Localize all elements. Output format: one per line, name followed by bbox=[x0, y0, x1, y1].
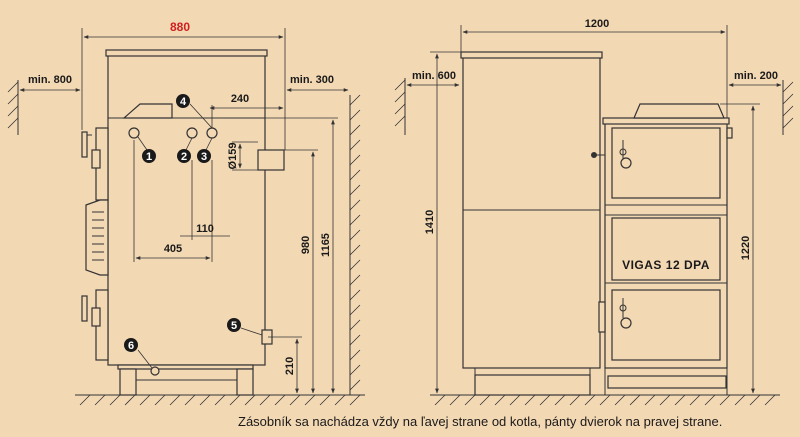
marker-3: 3 bbox=[197, 149, 211, 163]
dim-240-label: 240 bbox=[231, 93, 249, 105]
dim-1165: 1165 bbox=[220, 117, 338, 394]
dim-240: 240 bbox=[209, 93, 284, 128]
height-1220-label: 1220 bbox=[740, 236, 752, 260]
dim-210-label: 210 bbox=[284, 357, 296, 375]
right-wall-front bbox=[782, 80, 794, 135]
dim-159: Ø159 bbox=[227, 141, 258, 171]
marker-6-label: 6 bbox=[128, 340, 134, 352]
front-right-clearance-label: min. 200 bbox=[734, 70, 778, 82]
width-880-label: 880 bbox=[170, 20, 190, 34]
height-1410-label: 1410 bbox=[424, 210, 436, 234]
left-wall-side bbox=[7, 80, 19, 135]
dim-110: 110 bbox=[180, 160, 230, 240]
marker-3-label: 3 bbox=[201, 151, 207, 163]
dim-210: 210 bbox=[268, 336, 302, 394]
marker-1-label: 1 bbox=[146, 151, 152, 163]
marker-2-label: 2 bbox=[181, 151, 187, 163]
marker-5-label: 5 bbox=[231, 320, 237, 332]
side-view: 880 min. 800 min. 300 240 Ø159 bbox=[7, 20, 365, 406]
side-connections bbox=[128, 127, 218, 376]
marker-leaders bbox=[137, 103, 263, 369]
width-1200-label: 1200 bbox=[585, 18, 609, 30]
right-wall-side bbox=[349, 94, 361, 395]
dim-405-label: 405 bbox=[164, 243, 182, 255]
dim-159-label: Ø159 bbox=[227, 143, 239, 170]
dim-1410: 1410 bbox=[424, 51, 461, 394]
hopper bbox=[460, 51, 607, 396]
dim-405: 405 bbox=[133, 140, 213, 262]
boiler-front: VIGAS 12 DPA bbox=[598, 103, 733, 396]
dim-1220: 1220 bbox=[720, 103, 760, 394]
dim-1200: 1200 bbox=[460, 18, 728, 118]
right-clearance-label: min. 300 bbox=[290, 74, 334, 86]
model-label: VIGAS 12 DPA bbox=[622, 258, 710, 272]
dim-min-600: min. 600 bbox=[406, 70, 460, 87]
marker-4: 4 bbox=[176, 94, 190, 108]
dim-min-300: min. 300 bbox=[286, 74, 349, 92]
dim-980: 980 bbox=[258, 149, 318, 394]
marker-4-label: 4 bbox=[180, 96, 187, 108]
marker-1: 1 bbox=[142, 149, 156, 163]
dim-980-label: 980 bbox=[300, 236, 312, 254]
dim-min-800: min. 800 bbox=[19, 74, 81, 92]
floor-front bbox=[430, 394, 780, 406]
marker-5: 5 bbox=[227, 318, 241, 332]
marker-2: 2 bbox=[177, 149, 191, 163]
dim-880: 880 bbox=[81, 20, 286, 150]
dim-min-200: min. 200 bbox=[728, 70, 782, 87]
dim-1165-label: 1165 bbox=[320, 233, 332, 257]
front-left-clearance-label: min. 600 bbox=[412, 70, 456, 82]
floor-side bbox=[75, 394, 365, 406]
dim-110-label: 110 bbox=[196, 223, 214, 235]
front-view: VIGAS 12 DPA 1200 min. 600 bbox=[394, 18, 794, 406]
left-clearance-label: min. 800 bbox=[28, 74, 72, 86]
left-wall-front bbox=[394, 78, 406, 135]
caption-text: Zásobník sa nachádza vždy na ľavej stran… bbox=[238, 414, 723, 429]
marker-6: 6 bbox=[124, 338, 138, 352]
